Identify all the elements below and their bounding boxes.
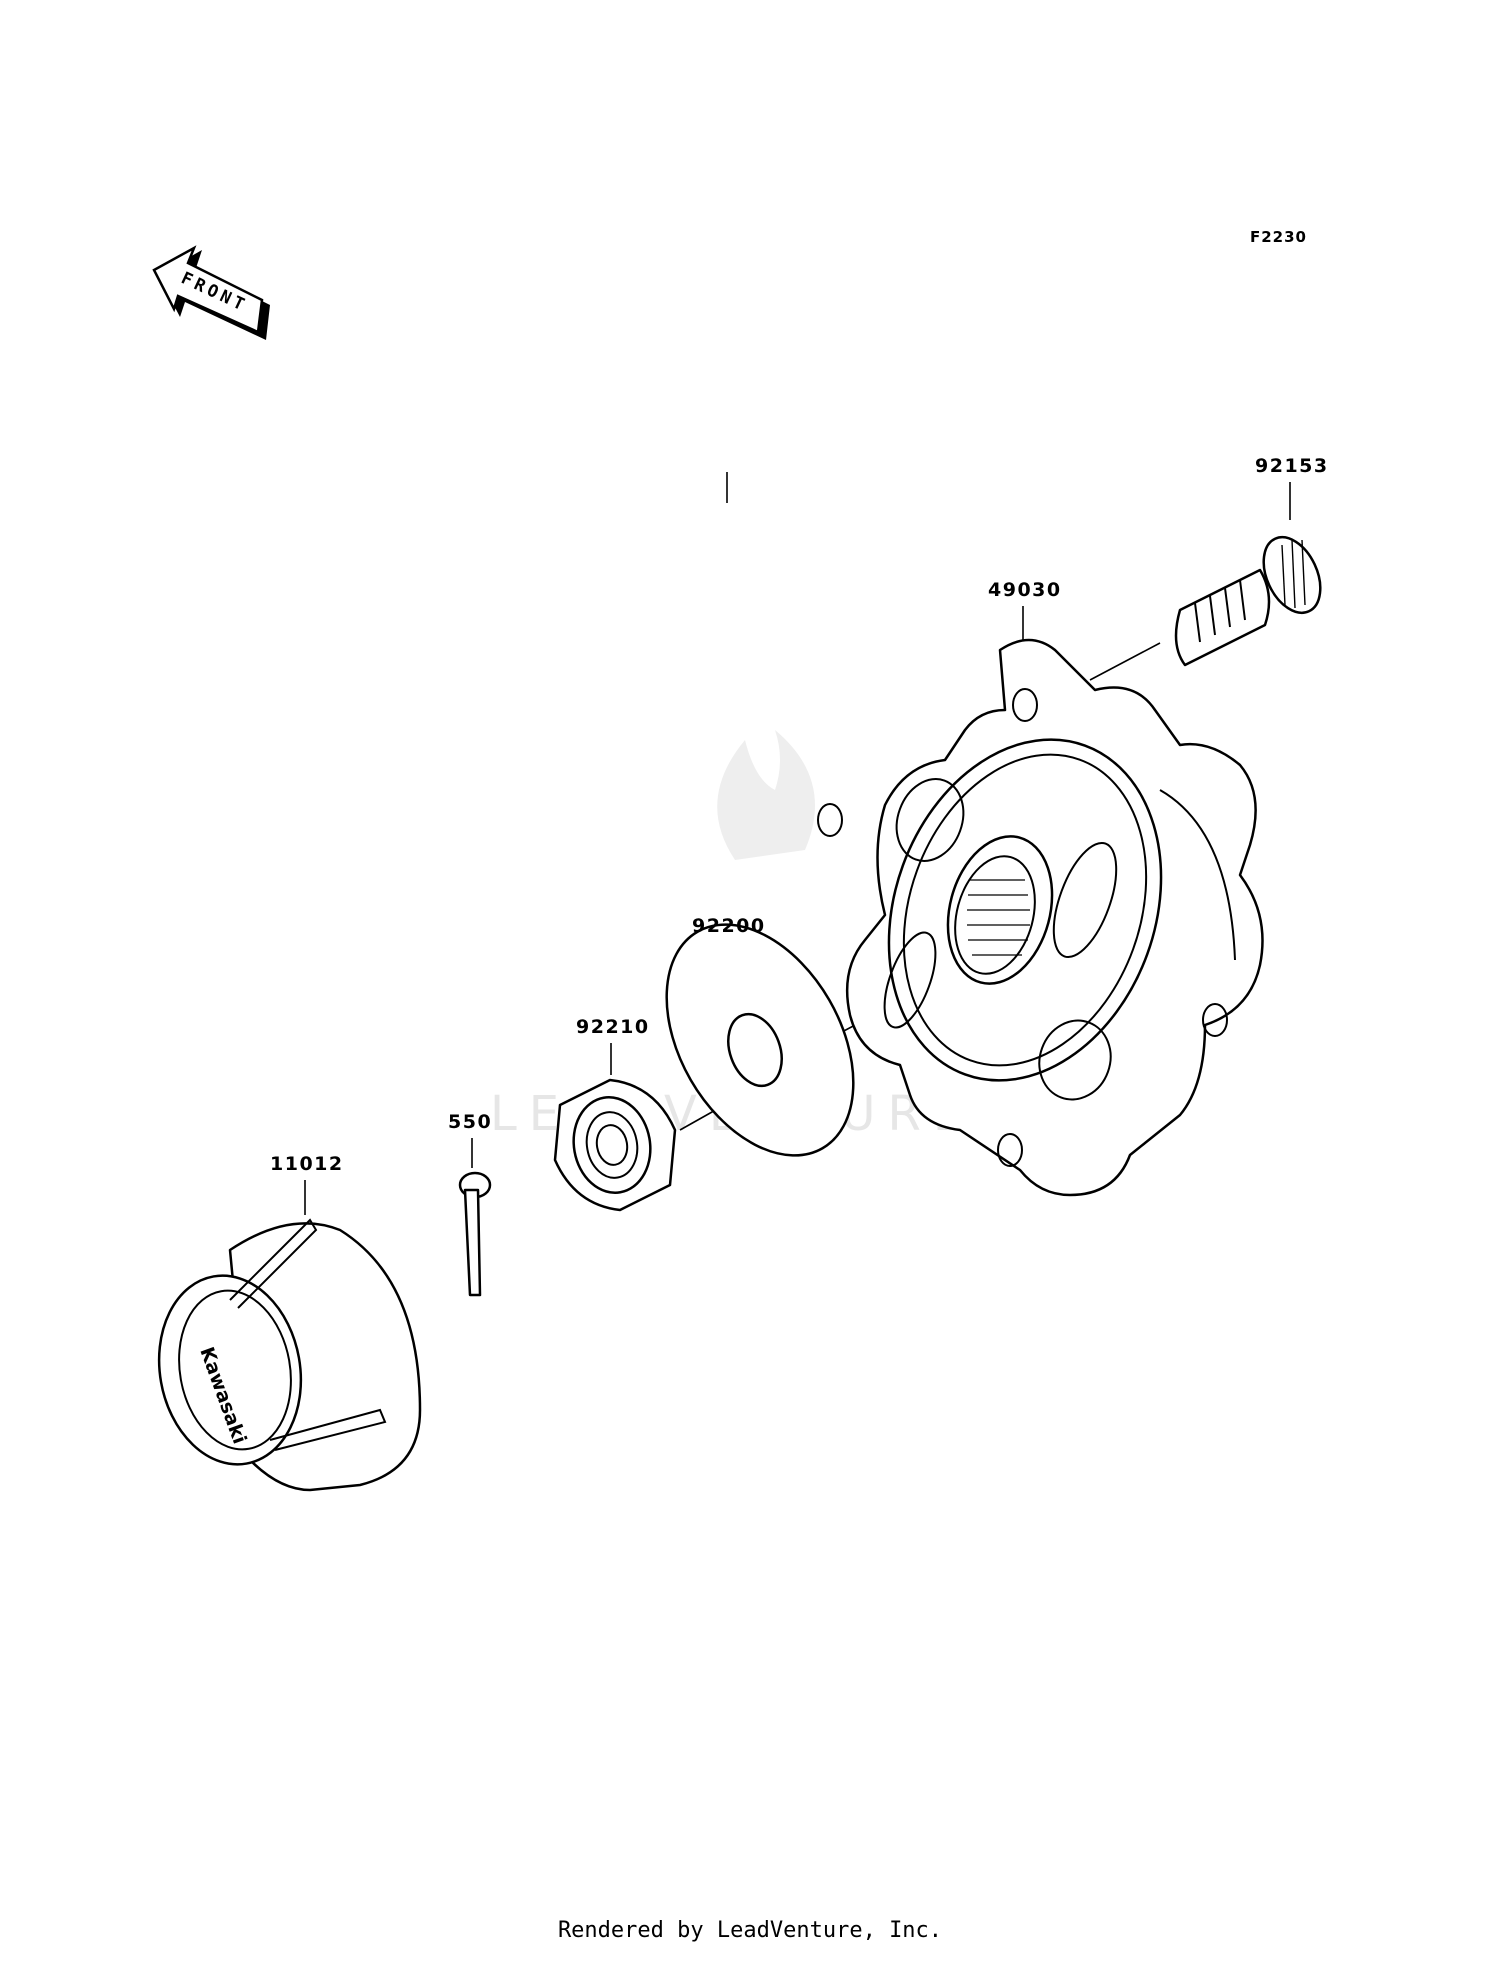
cotter-pin-550[interactable] xyxy=(458,1171,492,1297)
washer-92200[interactable] xyxy=(628,892,892,1189)
callout-550[interactable]: 550 xyxy=(448,1111,492,1133)
callout-92210[interactable]: 92210 xyxy=(576,1016,650,1038)
diagram-code: F2230 xyxy=(1250,228,1307,246)
front-arrow-icon: FRONT xyxy=(152,245,270,340)
callout-92200[interactable]: 92200 xyxy=(692,915,766,937)
callout-49030[interactable]: 49030 xyxy=(988,579,1062,601)
callout-92153[interactable]: 92153 xyxy=(1255,455,1329,477)
hub-49030[interactable] xyxy=(817,638,1264,1197)
nut-92210[interactable] xyxy=(553,1078,677,1212)
hub-cap-11012[interactable]: Kawasaki xyxy=(145,1218,422,1492)
footer-credit: Rendered by LeadVenture, Inc. xyxy=(557,1918,943,1943)
stud-92153[interactable] xyxy=(1174,528,1332,667)
callout-11012[interactable]: 11012 xyxy=(270,1153,344,1175)
